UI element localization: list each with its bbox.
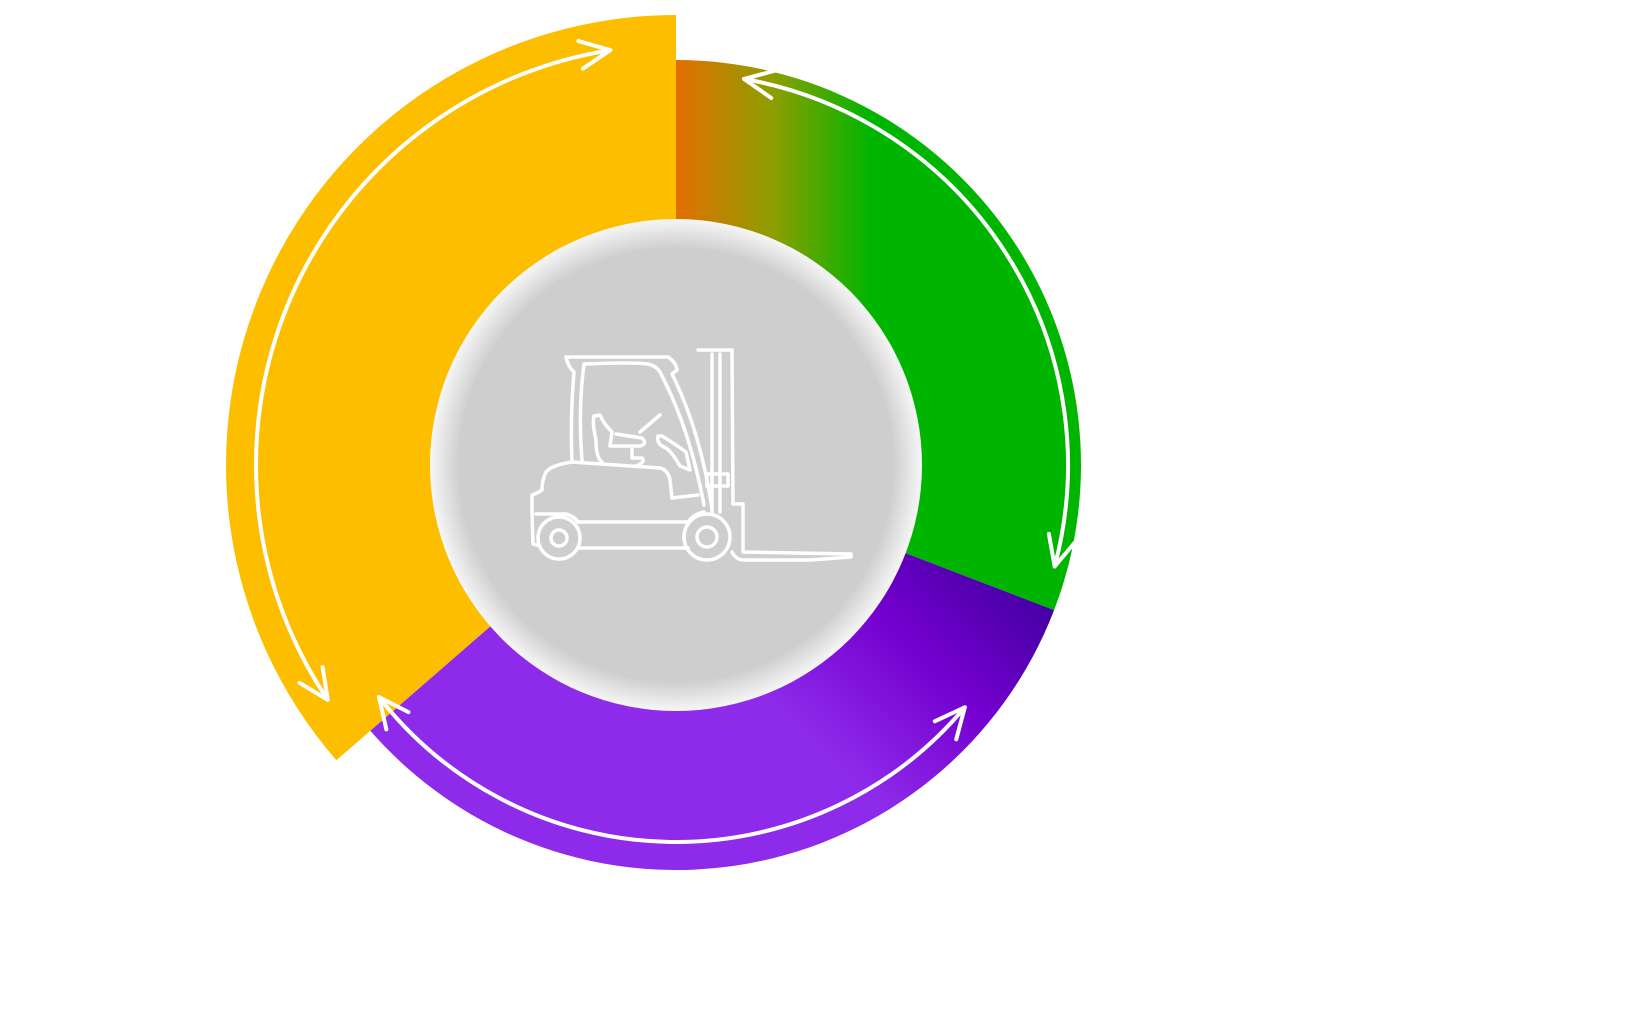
arrowhead-icon xyxy=(297,665,330,702)
forklift-icon xyxy=(530,348,853,562)
cycle-arrow-yellow xyxy=(254,48,613,702)
cycle-arrow-purple xyxy=(376,695,967,844)
arrowhead-icon xyxy=(1046,531,1078,569)
arrowhead-icon xyxy=(932,705,967,742)
hub-circle xyxy=(430,219,922,711)
arrowhead-icon xyxy=(576,39,613,71)
arrowhead-icon xyxy=(376,695,411,732)
cycle-arrow-green xyxy=(742,76,1070,569)
arrowhead-icon xyxy=(742,68,779,100)
